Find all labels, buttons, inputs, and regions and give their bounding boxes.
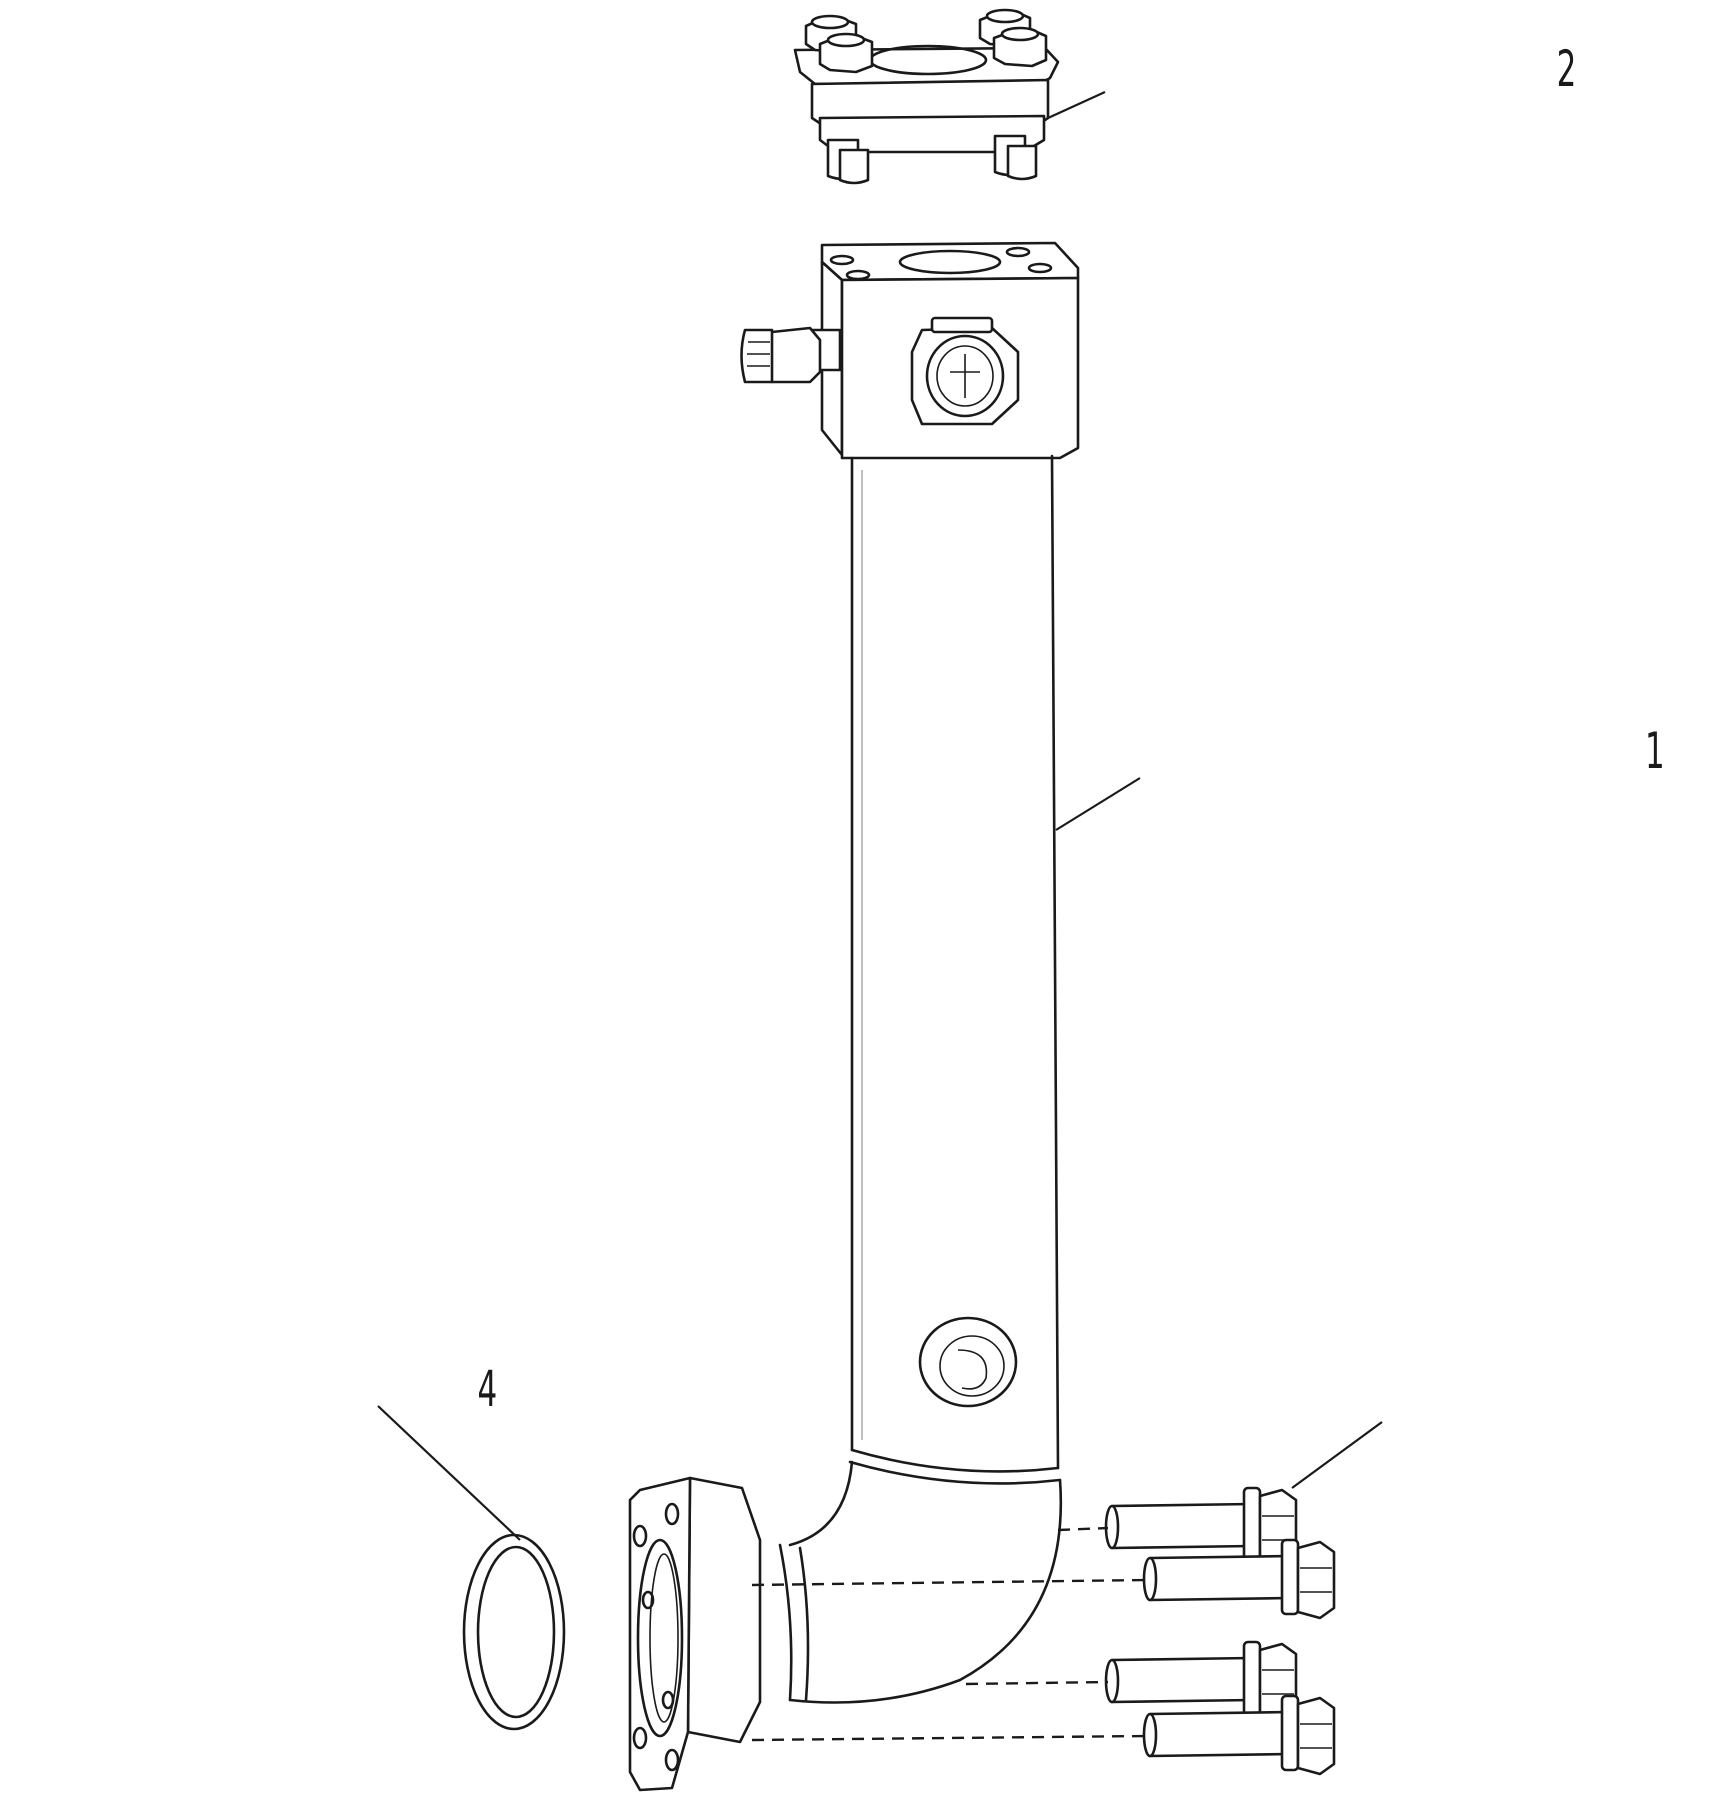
leader-line-3 [1291, 1421, 1383, 1489]
flange-bolt [1142, 1538, 1336, 1620]
side-fitting [740, 326, 842, 384]
clamp-stud [993, 134, 1038, 181]
callout-1: 1 [1645, 721, 1665, 780]
callout-2: 2 [1557, 39, 1577, 98]
lower-port-boss [918, 1316, 1018, 1408]
sight-gauge [910, 316, 1020, 426]
o-ring [462, 1533, 566, 1731]
vertical-tube [850, 454, 1060, 1470]
leader-line-4 [377, 1405, 521, 1541]
pipe-assembly [628, 241, 1080, 1792]
callout-4: 4 [477, 1359, 497, 1418]
leader-line-2 [1047, 90, 1106, 120]
flange-bolt [1142, 1694, 1336, 1776]
assembly-line [751, 1578, 1147, 1587]
bottom-flange [628, 1476, 762, 1792]
manifold-block [740, 241, 1080, 460]
clamp-nut [818, 32, 874, 74]
flange-bolt [1104, 1486, 1298, 1568]
clamp-stud [826, 138, 870, 185]
flange-bolt [1104, 1640, 1298, 1722]
assembly-line [751, 1734, 1147, 1742]
clamp-nut [804, 14, 858, 54]
assembly-line [965, 1680, 1109, 1686]
top-flange-clamp [793, 8, 1060, 185]
assembly-line [1057, 1526, 1109, 1532]
clamp-nut [992, 26, 1048, 68]
flange-bolts [751, 1486, 1336, 1776]
pipe-elbow [778, 1448, 1063, 1704]
leader-line-1 [1055, 777, 1141, 831]
